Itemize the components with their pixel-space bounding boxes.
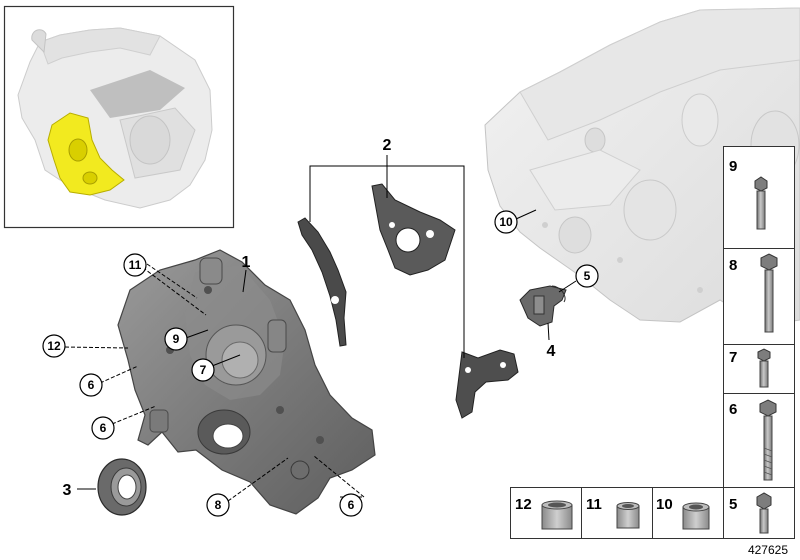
table-cell-7: 7 [729,348,771,388]
callout-9-circle: 9 [164,327,188,351]
table-cell-5: 5 [729,492,772,534]
callout-7-circle: 7 [191,358,215,382]
bolt-9-icon [754,176,768,230]
gasket-set [297,183,519,419]
callout-3: 3 [63,482,72,499]
bolt-7-icon [757,348,771,388]
table-cell-12: 12 [515,496,573,530]
engine-block-illustration [484,7,800,327]
callout-6c: 6 [348,498,355,512]
callout-6-circle-c: 6 [339,493,363,517]
callout-labels: 1 2 3 4 5 10 11 9 12 6 6 [42,137,599,517]
callout-6b: 6 [100,421,107,435]
callout-11-circle: 11 [123,253,147,277]
callout-9: 9 [173,332,180,346]
guide-bracket [519,285,567,327]
callout-1: 1 [242,254,251,271]
callout-11: 11 [129,258,142,272]
leader-lines [64,155,577,502]
table-cell-9: 9 [729,158,768,230]
diagram-id: 427625 [748,543,788,557]
callout-8: 8 [215,498,222,512]
bolt-8-icon [760,253,778,333]
callout-8-circle: 8 [206,493,230,517]
table-cell-10: 10 [656,496,710,530]
callout-10: 10 [499,215,513,229]
shaft-seal [97,458,147,516]
callout-7: 7 [200,363,207,377]
bolt-6-icon [759,399,777,481]
parts-table-vertical: 9 8 7 6 [723,146,795,488]
callout-5-circle: 5 [575,264,599,288]
table-label-7: 7 [729,349,737,366]
parts-table-bottom-row: 12 11 10 5 [510,487,795,539]
table-label-5: 5 [729,496,737,513]
table-label-12: 12 [515,496,532,513]
callout-6a: 6 [88,378,95,392]
callout-12-circle: 12 [42,334,66,358]
callout-5: 5 [584,269,591,283]
sleeve-10-icon [682,502,710,530]
engine-overview-inset [3,5,235,229]
table-label-9: 9 [729,158,737,175]
callout-4: 4 [547,343,556,360]
table-label-8: 8 [729,257,737,274]
table-cell-6: 6 [729,399,777,481]
callout-2: 2 [383,137,392,154]
callout-10-circle: 10 [494,210,518,234]
callout-6-circle-a: 6 [79,373,103,397]
table-label-11: 11 [586,496,602,513]
callout-6-circle-b: 6 [91,416,115,440]
callout-12: 12 [47,339,61,353]
table-cell-8: 8 [729,253,778,333]
sleeve-11-icon [616,502,640,529]
table-label-10: 10 [656,496,673,513]
sleeve-12-icon [541,500,573,530]
table-label-6: 6 [729,401,737,418]
bolt-5-icon [756,492,772,534]
table-cell-11: 11 [586,496,640,529]
